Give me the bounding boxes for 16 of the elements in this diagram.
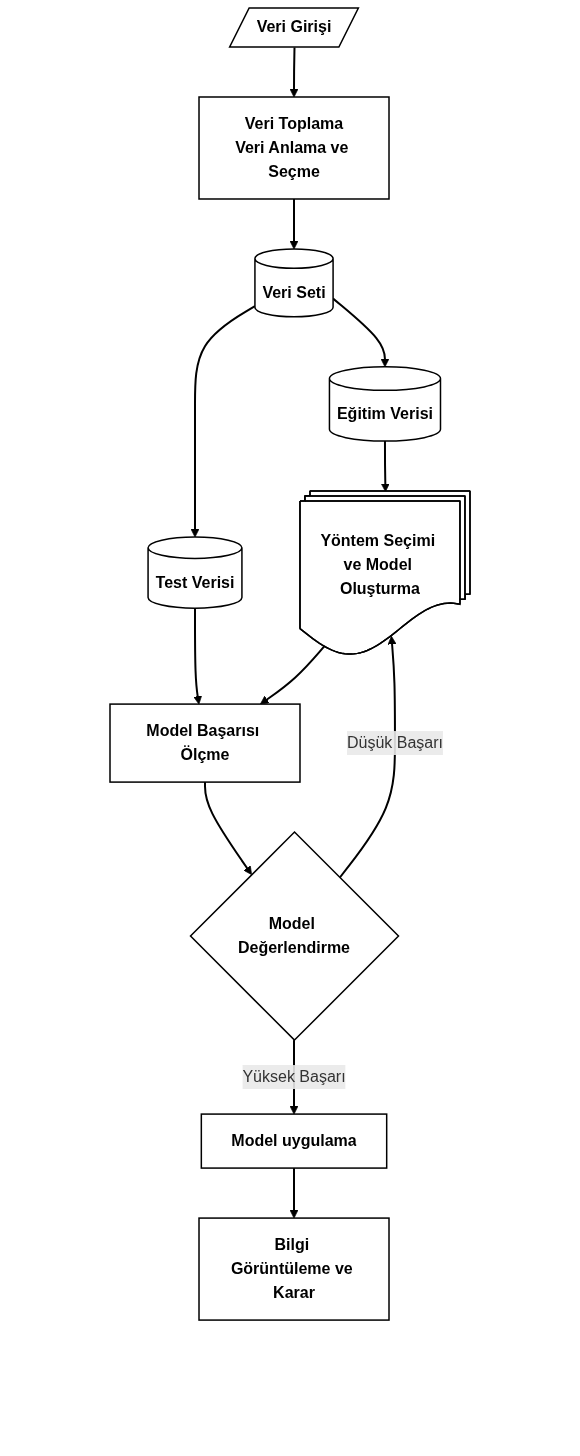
arrow xyxy=(260,645,326,705)
node-diamond: Model Değerlendirme xyxy=(189,831,400,1042)
node-box: Model Başarısı Ölçme xyxy=(109,703,301,783)
arrow xyxy=(204,781,252,875)
edge-label: Düşük Başarı xyxy=(346,734,444,752)
node-box: Veri Toplama Veri Anlama ve Seçme xyxy=(198,96,390,200)
arrow xyxy=(289,198,299,250)
arrow xyxy=(193,607,203,705)
arrow xyxy=(338,635,397,879)
edge-label: Yüksek Başarı xyxy=(242,1068,346,1086)
arrow xyxy=(332,297,390,368)
arrow xyxy=(190,305,256,538)
node-box: Bilgi Görüntüleme ve Karar xyxy=(198,1217,390,1321)
node-box: Model uygulama xyxy=(200,1113,388,1169)
arrow xyxy=(380,440,390,492)
arrow xyxy=(289,1167,299,1219)
